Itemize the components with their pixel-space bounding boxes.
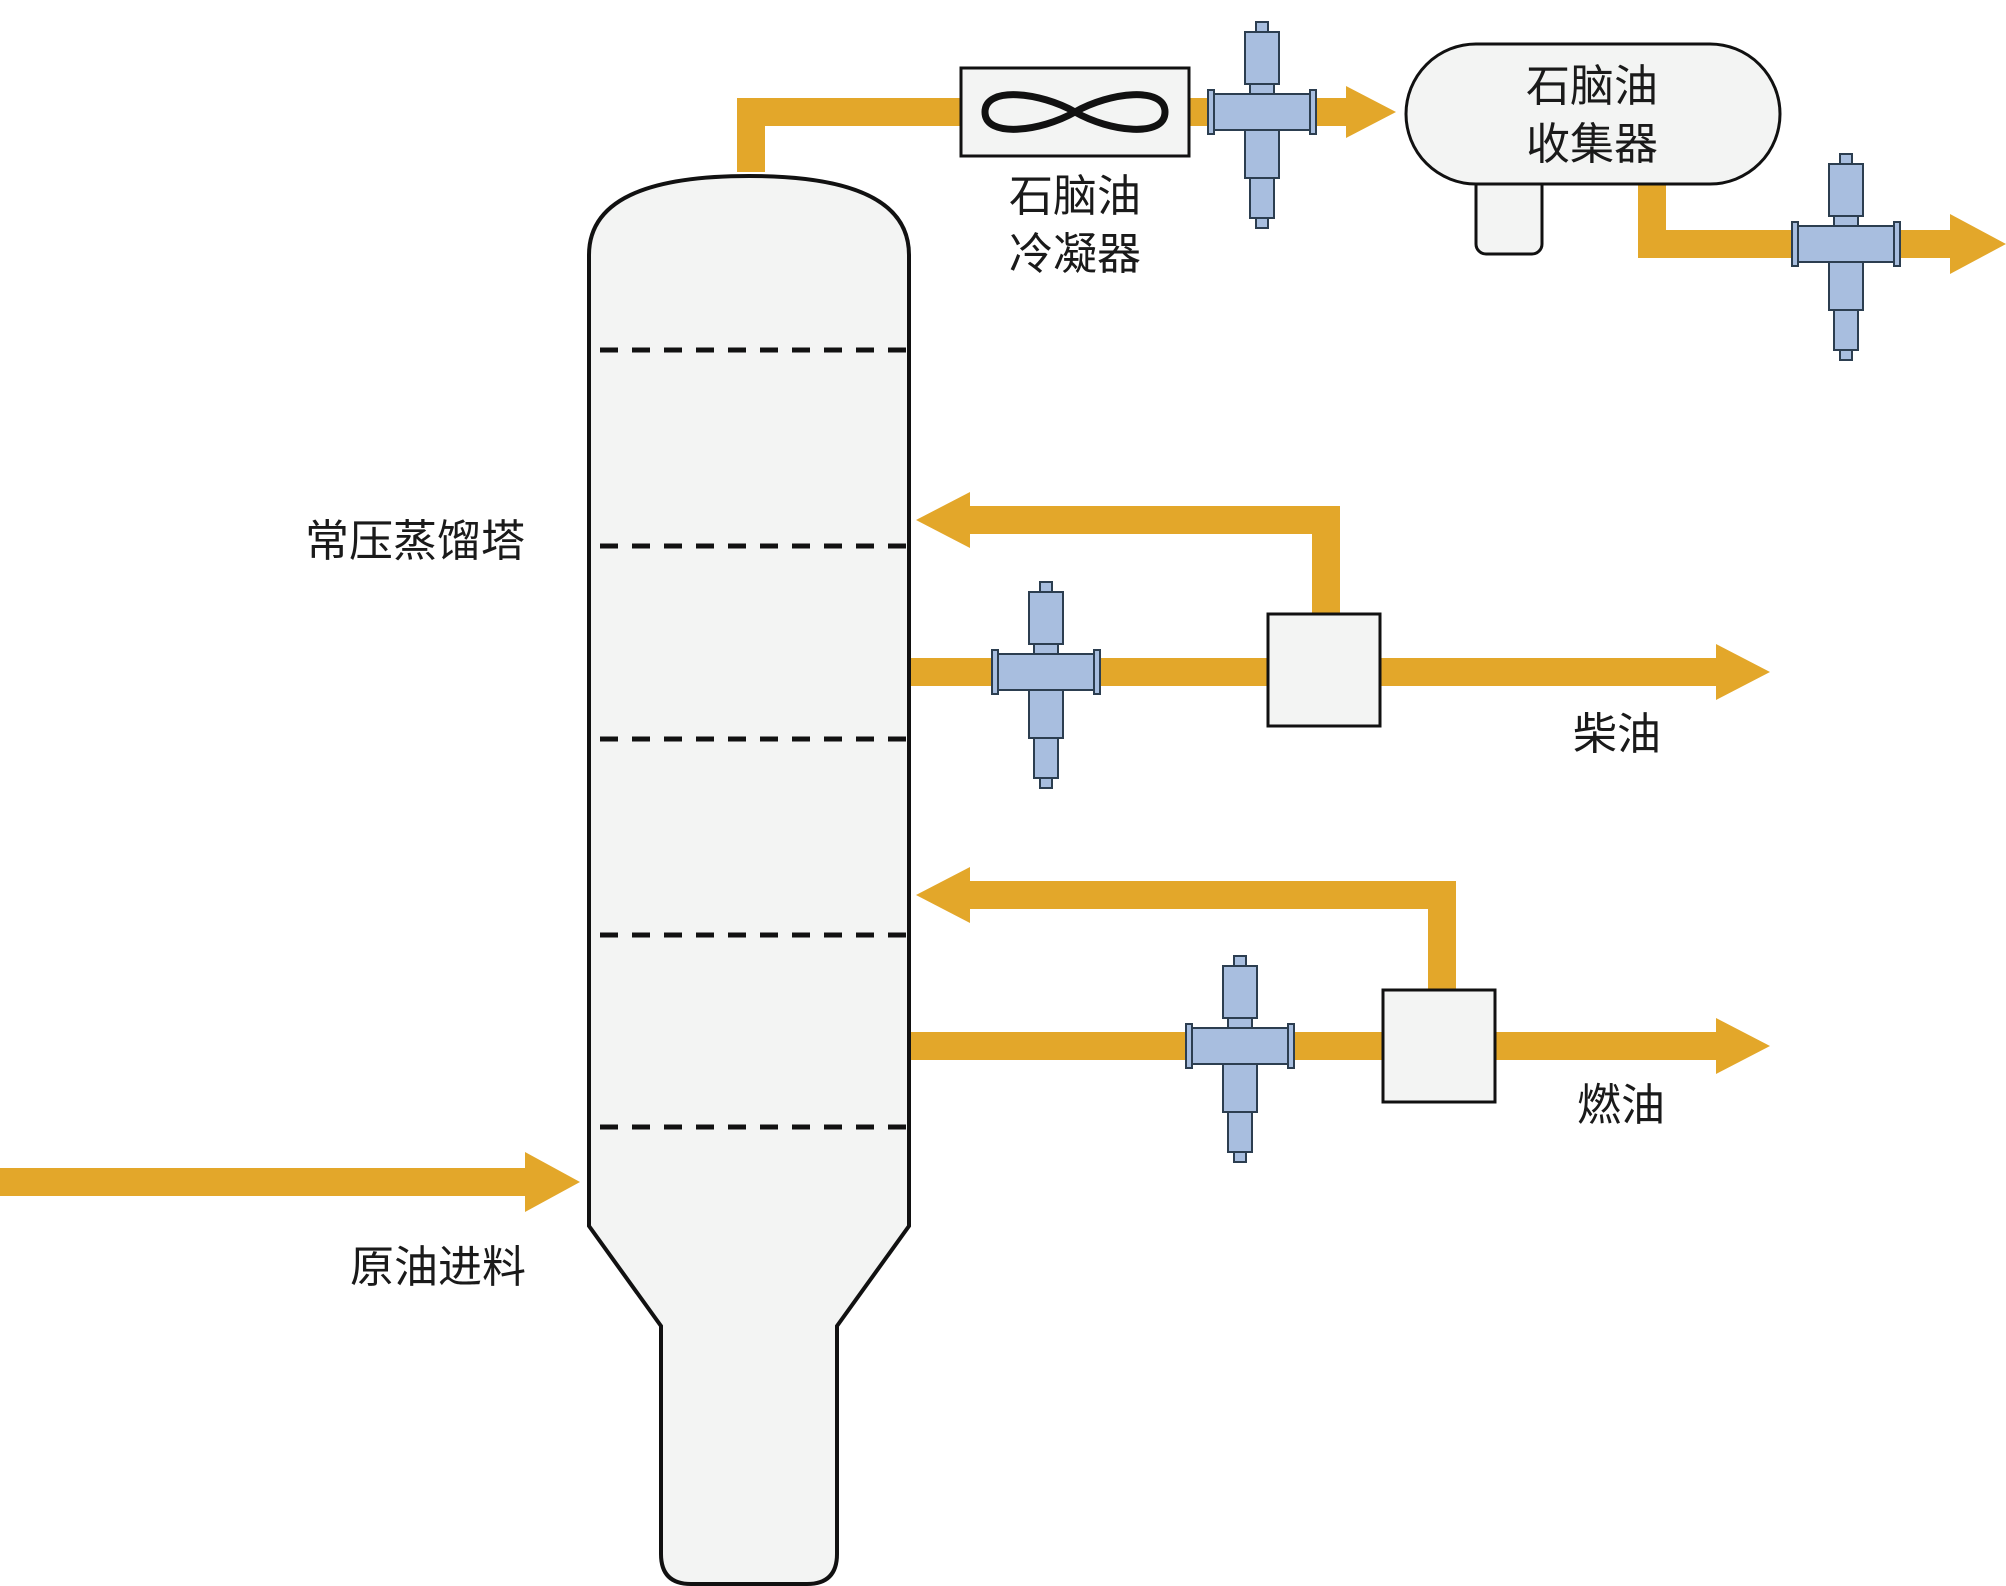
collector-label-line1: 石脑油 — [1526, 61, 1658, 112]
overhead-valve-icon[interactable] — [1207, 21, 1317, 229]
tower-trays — [600, 347, 909, 1130]
diesel-label: 柴油 — [1573, 709, 1661, 760]
fuel-oil-valve-icon[interactable] — [1185, 955, 1295, 1163]
condenser-coil-icon — [981, 91, 1169, 133]
diesel-return-pipe — [965, 506, 1340, 614]
fuel-oil-return-arrow-icon — [916, 867, 970, 923]
distillation-tower — [587, 173, 911, 1586]
diesel-valve-icon[interactable] — [991, 581, 1101, 789]
tower-shell — [587, 173, 911, 1586]
naphtha-outlet-valve-icon[interactable] — [1791, 153, 1901, 361]
collector-label-line2: 收集器 — [1526, 119, 1658, 170]
condenser-label: 石脑油 冷凝器 — [1000, 168, 1150, 284]
collector-drum — [1404, 42, 1782, 186]
crude-feed-arrow-icon — [525, 1152, 580, 1212]
diesel-arrow-icon — [1716, 644, 1770, 700]
fuel-oil-exchanger-box-icon — [1381, 988, 1497, 1104]
diesel-return-arrow-icon — [916, 492, 970, 548]
tower-label: 常压蒸馏塔 — [305, 516, 525, 567]
naphtha-outlet-arrow-icon — [1950, 214, 2006, 274]
fuel-oil-label: 燃油 — [1577, 1080, 1665, 1131]
condenser-label-line2: 冷凝器 — [1009, 229, 1141, 280]
naphtha-condenser — [959, 66, 1191, 158]
collector-label: 石脑油 收集器 — [1517, 58, 1667, 174]
naphtha-collector — [1404, 42, 1782, 256]
fuel-oil-return-pipe — [965, 881, 1456, 990]
condenser-label-line1: 石脑油 — [1009, 171, 1141, 222]
diesel-exchanger-box-icon — [1266, 612, 1382, 728]
crude-feed-label: 原油进料 — [350, 1242, 526, 1293]
overhead-arrow-icon — [1346, 86, 1396, 138]
fuel-oil-arrow-icon — [1716, 1018, 1770, 1074]
